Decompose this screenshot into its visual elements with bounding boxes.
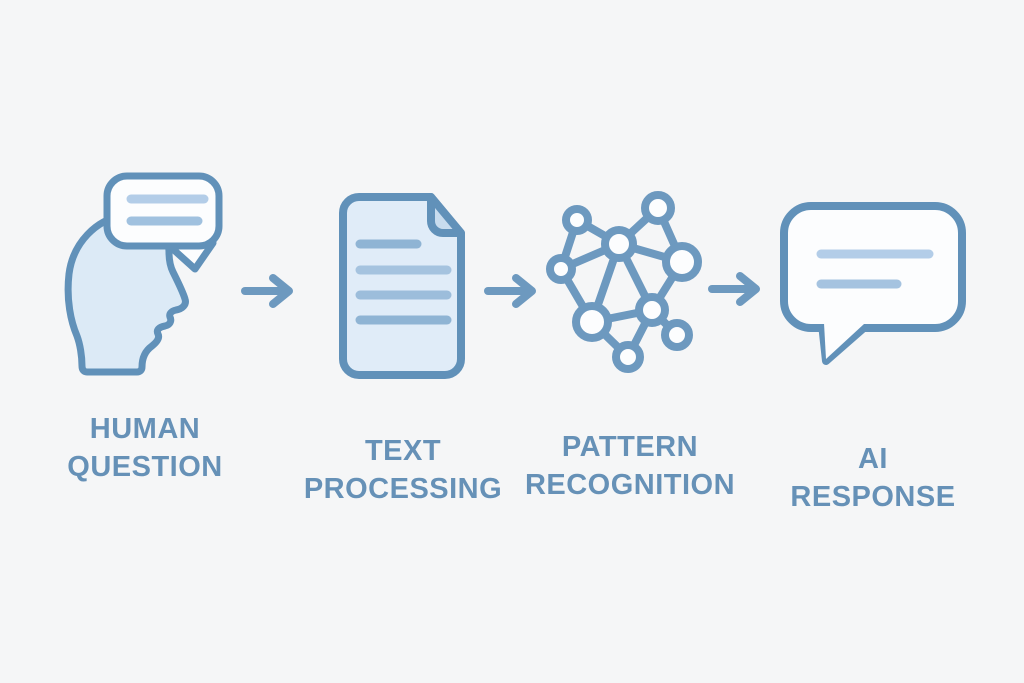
speech-bubble-icon: [780, 202, 966, 365]
icon-wrap: [520, 170, 740, 412]
flow-arrow-1: [241, 273, 301, 309]
step-label-line1: HUMAN: [89, 413, 201, 445]
icon-wrap: [763, 170, 983, 424]
step-label-line1: TEXT: [364, 435, 442, 467]
right-arrow-icon: [484, 274, 536, 308]
step-pattern-recognition: PATTERN RECOGNITION: [520, 170, 740, 504]
step-label-line2: RESPONSE: [790, 481, 956, 513]
step-label-ai-response: AI RESPONSE: [790, 440, 955, 516]
step-label-pattern-recognition: PATTERN RECOGNITION: [525, 428, 735, 504]
network-graph-icon: [546, 191, 702, 373]
step-label-text-processing: TEXT PROCESSING: [304, 432, 502, 508]
step-label-line1: PATTERN: [561, 431, 699, 463]
flow-arrow-3: [708, 271, 768, 307]
step-label-line2: PROCESSING: [303, 473, 503, 505]
icon-wrap: [293, 170, 513, 416]
step-label-human-question: HUMAN QUESTION: [67, 410, 222, 486]
icon-wrap: [35, 170, 255, 394]
step-label-line1: AI: [857, 443, 888, 475]
right-arrow-icon: [708, 272, 760, 306]
step-ai-response: AI RESPONSE: [763, 170, 983, 516]
right-arrow-icon: [241, 274, 293, 308]
step-label-line2: QUESTION: [67, 451, 223, 483]
step-human-question: HUMAN QUESTION: [35, 170, 255, 486]
document-icon: [339, 193, 465, 379]
head-speech-bubble-icon: [64, 172, 223, 376]
step-label-line2: RECOGNITION: [524, 469, 736, 501]
step-text-processing: TEXT PROCESSING: [293, 170, 513, 508]
flow-arrow-2: [484, 273, 544, 309]
